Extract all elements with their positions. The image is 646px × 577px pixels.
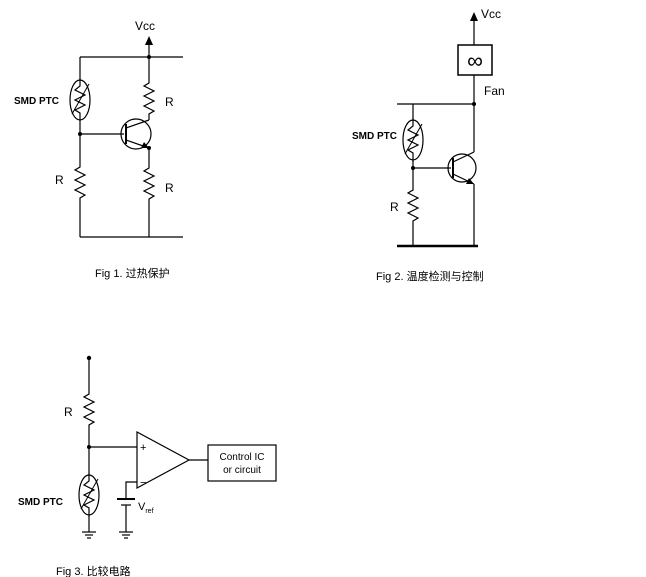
fig1-ptc-label: SMD PTC <box>14 96 59 107</box>
fig2-ptc-thermistor <box>402 117 424 163</box>
fig3-control-line2: or circuit <box>223 465 261 476</box>
vcc-arrow-icon <box>145 36 153 45</box>
fig1-overheat-protection: Vcc SMD PTC R R R Fig 1. 过 <box>14 19 183 280</box>
svg-text:−: − <box>140 477 146 489</box>
fig2-fan-label: Fan <box>484 84 505 98</box>
fig1-caption: Fig 1. 过热保护 <box>95 266 170 280</box>
fig3-control-line1: Control IC <box>219 452 264 463</box>
fig3-ptc-label: SMD PTC <box>18 497 63 508</box>
fig1-transistor <box>120 118 152 150</box>
fig2-caption: Fig 2. 温度检测与控制 <box>376 269 484 283</box>
fig3-caption: Fig 3. 比较电路 <box>56 564 131 577</box>
svg-text:+: + <box>140 442 146 454</box>
fig1-r-left-label: R <box>55 173 64 187</box>
vref-battery-icon <box>117 498 135 506</box>
fig3-vref-label: Vref <box>138 501 154 515</box>
fig1-vcc-label: Vcc <box>135 19 155 33</box>
vcc-arrow-icon <box>470 12 478 21</box>
fig3-comparator: R SMD PTC + − Control IC or circuit <box>18 355 277 577</box>
fig2-ptc-label: SMD PTC <box>352 131 397 142</box>
ground-icon <box>82 531 96 539</box>
fig1-r-top-label: R <box>165 95 174 109</box>
fan-icon <box>457 44 493 76</box>
fig2-transistor <box>447 151 477 185</box>
fig1-ptc-thermistor <box>69 77 91 123</box>
ground-icon <box>119 531 133 539</box>
fig2-vcc-label: Vcc <box>481 7 501 21</box>
fig2-r-label: R <box>390 200 399 214</box>
svg-text:∞: ∞ <box>467 48 483 73</box>
fig3-ptc-thermistor <box>78 472 100 518</box>
op-amp-icon <box>136 430 191 490</box>
fig3-r-label: R <box>64 405 73 419</box>
control-ic-box <box>207 444 277 482</box>
fig2-temp-detection-control: Vcc ∞ Fan SMD PTC R Fig 2. <box>352 7 505 283</box>
fig1-r-bottom-label: R <box>165 181 174 195</box>
